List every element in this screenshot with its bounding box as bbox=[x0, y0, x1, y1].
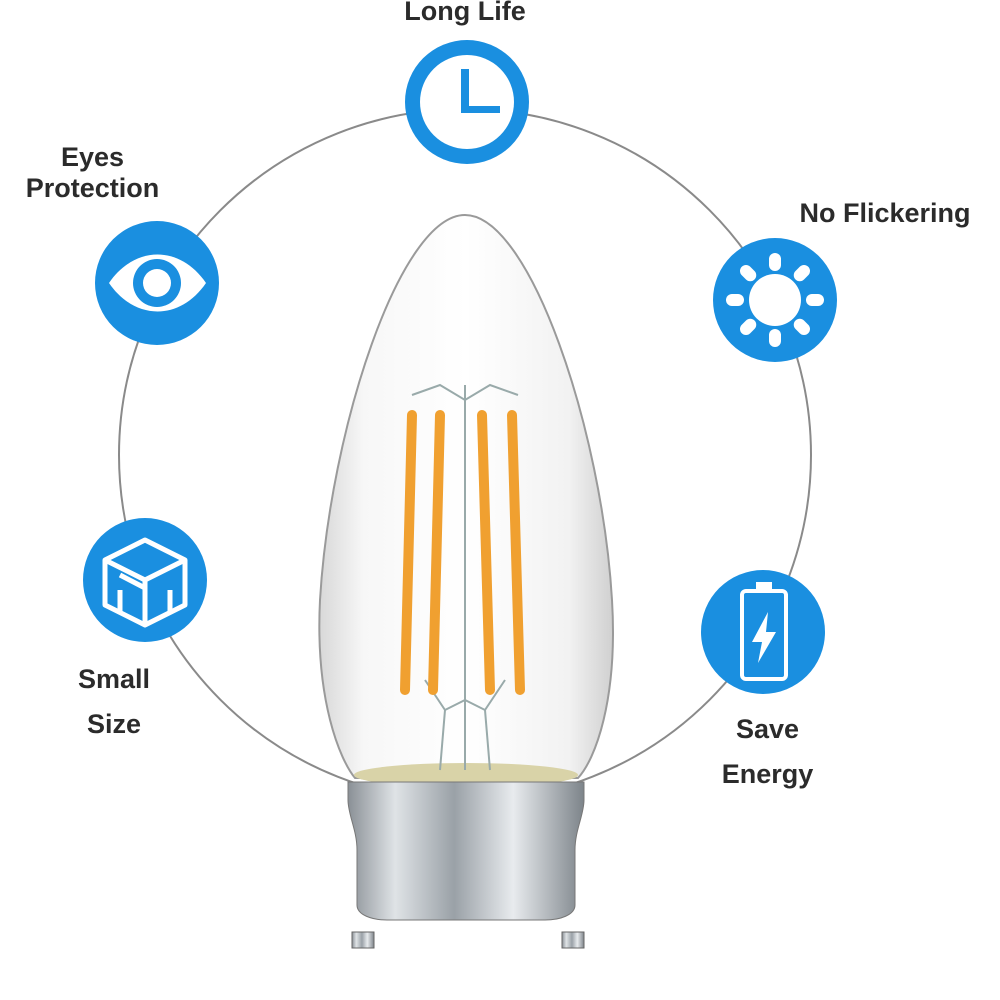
cube-icon bbox=[83, 518, 207, 642]
label-save-energy: Save Energy bbox=[705, 707, 830, 797]
bulb-pin-left bbox=[351, 931, 375, 949]
bulb-illustration bbox=[318, 213, 614, 949]
bulb-base bbox=[347, 781, 585, 921]
label-energy: Energy bbox=[721, 759, 814, 789]
label-small: Small bbox=[77, 664, 151, 694]
sun-icon bbox=[713, 238, 837, 362]
label-eyes-protection: Eyes Protection bbox=[10, 142, 175, 204]
label-small-size: Small Size bbox=[55, 657, 173, 747]
label-no-flickering: No Flickering bbox=[799, 198, 971, 228]
label-save: Save bbox=[735, 714, 800, 744]
label-size: Size bbox=[86, 709, 142, 739]
battery-icon bbox=[701, 570, 825, 694]
label-protection: Protection bbox=[25, 173, 160, 203]
eye-icon bbox=[95, 221, 219, 345]
bulb-pin-right bbox=[561, 931, 585, 949]
clock-icon bbox=[405, 40, 529, 164]
label-long-life: Long Life bbox=[404, 0, 526, 26]
label-eyes: Eyes bbox=[60, 142, 125, 172]
bulb-glass bbox=[318, 213, 614, 779]
